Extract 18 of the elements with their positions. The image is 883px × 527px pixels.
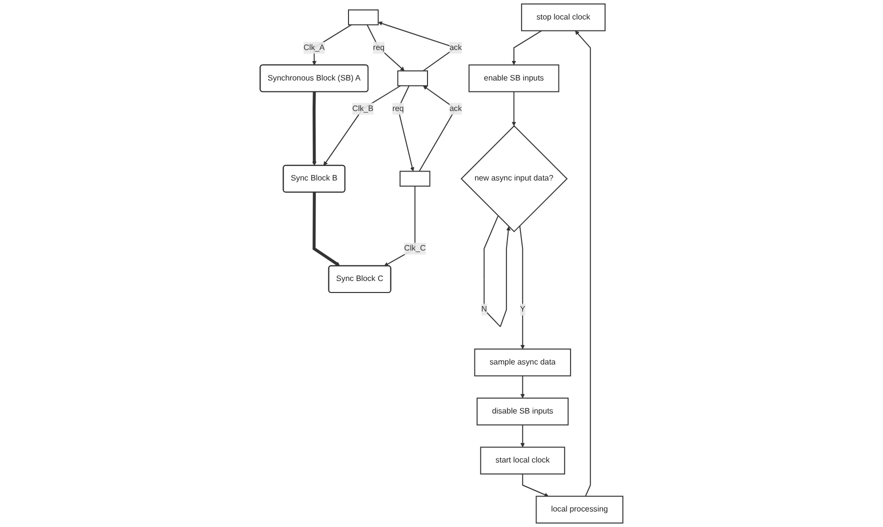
arrow <box>312 192 340 266</box>
arrow <box>384 186 416 266</box>
arrow <box>484 215 511 328</box>
arrow <box>519 225 525 350</box>
arrow <box>323 85 401 166</box>
arrow <box>312 92 316 166</box>
node-box <box>400 170 430 187</box>
arrow <box>520 424 525 448</box>
arrow <box>520 375 525 398</box>
arrow <box>522 473 549 497</box>
arrow <box>398 85 414 172</box>
arrow <box>366 24 405 72</box>
arrow <box>312 24 352 66</box>
arrow <box>575 30 591 497</box>
node-box <box>397 70 428 86</box>
node-box <box>348 9 379 26</box>
arrow <box>512 30 542 66</box>
arrow <box>512 91 516 126</box>
